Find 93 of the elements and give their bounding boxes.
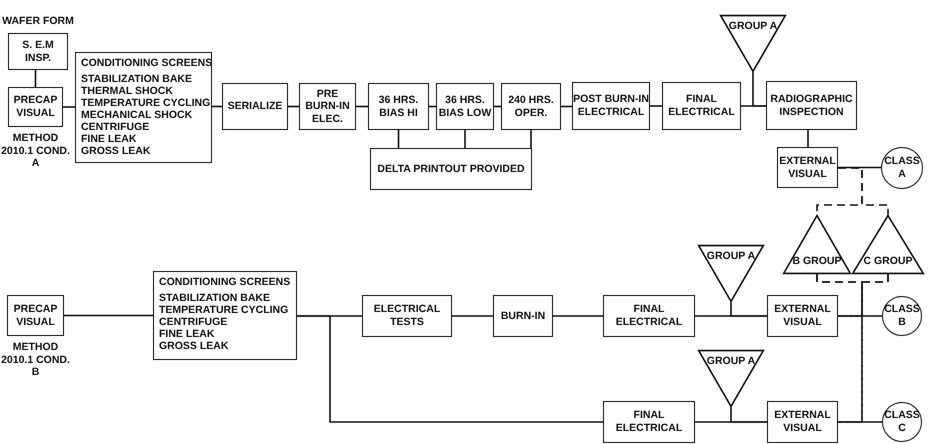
- process-box: [777, 147, 838, 188]
- list-item: FINE LEAK: [159, 328, 214, 340]
- list-item: THERMAL SHOCK: [81, 85, 173, 98]
- box-label: PRE BURN-IN ELEC.: [304, 88, 351, 126]
- connector-line: [356, 106, 368, 108]
- box-label: CLASS B: [883, 303, 921, 329]
- box-label: FINAL ELECTRICAL: [667, 93, 736, 119]
- connector-line: [63, 106, 75, 108]
- box-label: C GROUP: [863, 255, 912, 268]
- box-label: 36 HRS. BIAS LOW: [438, 94, 492, 120]
- box-heading: CONDITIONING SCREENS: [81, 57, 212, 70]
- connector-line: [452, 315, 493, 317]
- connector-line: [530, 130, 532, 148]
- connector-line: [561, 106, 572, 108]
- process-box: [501, 83, 561, 130]
- list-item: CENTRIFUGE: [159, 316, 228, 328]
- connector-line: [553, 315, 603, 317]
- box-note: METHOD 2010.1 COND. B: [0, 341, 71, 379]
- box-label: FINAL ELECTRICAL: [614, 303, 684, 329]
- connector-line: [34, 70, 36, 87]
- list-item: STABILIZATION BAKE: [159, 292, 270, 304]
- process-box: [370, 148, 532, 190]
- box-label: POST BURN-IN ELECTRICAL: [573, 93, 649, 119]
- box-label: PRECAP VISUAL: [12, 94, 58, 120]
- box-label: EXTERNAL VISUAL: [773, 409, 832, 435]
- box-label: SERIALIZE: [228, 100, 282, 113]
- connector-line: [494, 106, 501, 108]
- process-box: [75, 52, 212, 163]
- connector-line: [398, 130, 400, 148]
- box-label: GROUP A: [728, 20, 778, 33]
- box-label: CLASS A: [883, 155, 921, 181]
- box-label: FINAL ELECTRICAL: [614, 409, 684, 435]
- list-item: FINE LEAK: [81, 133, 136, 146]
- group-triangle: [698, 350, 764, 407]
- box-label: PRECAP VISUAL: [12, 302, 58, 328]
- box-label: S. E.M INSP.: [21, 38, 55, 64]
- box-heading: CONDITIONING SCREENS: [159, 276, 290, 288]
- box-label: ELECTRICAL TESTS: [372, 303, 442, 329]
- box-label: EXTERNAL VISUAL: [773, 303, 832, 329]
- box-note: WAFER FORM: [1, 15, 75, 28]
- box-label: DELTA PRINTOUT PROVIDED: [377, 162, 525, 176]
- process-box: [603, 295, 695, 337]
- process-box: [368, 83, 429, 130]
- list-item: MECHANICAL SHOCK: [81, 109, 192, 122]
- box-label: EXTERNAL VISUAL: [778, 154, 837, 180]
- list-item: GROSS LEAK: [81, 145, 150, 158]
- connector-line: [288, 106, 299, 108]
- process-box: [222, 83, 288, 130]
- connector-line: [807, 130, 809, 147]
- group-triangle: [720, 15, 786, 72]
- connector-line: [730, 302, 767, 317]
- class-circle: [881, 147, 923, 189]
- box-label: RADIOGRAPHIC INSPECTION: [769, 92, 854, 118]
- process-box: [493, 295, 553, 337]
- connector-line: [838, 166, 881, 168]
- connector-line: [429, 106, 436, 108]
- connector-line: [212, 106, 222, 108]
- connector-line: [650, 105, 662, 107]
- process-box: [436, 83, 494, 130]
- connector-line: [297, 315, 603, 423]
- box-label: 36 HRS. BIAS HI: [378, 94, 420, 120]
- box-label: CLASS C: [883, 409, 921, 435]
- list-item: STABILIZATION BAKE: [81, 73, 192, 86]
- list-item: TEMPERATURE CYCLING: [81, 97, 210, 110]
- process-box: [153, 271, 297, 360]
- connector-line: [838, 315, 882, 317]
- process-box: [767, 295, 838, 337]
- box-label: GROUP A: [706, 355, 756, 368]
- connector-line: [464, 130, 466, 148]
- group-triangle: [852, 215, 924, 274]
- connector-line: [752, 72, 766, 107]
- box-label: 240 HRS. OPER.: [507, 94, 555, 120]
- box-note: METHOD 2010.1 COND. A: [0, 132, 71, 170]
- process-box: [603, 401, 695, 443]
- process-box: [766, 81, 857, 130]
- class-circle: [882, 296, 922, 336]
- connector-line: [64, 314, 153, 316]
- group-triangle: [698, 245, 764, 302]
- process-box: [572, 82, 650, 130]
- box-label: GROUP A: [706, 250, 756, 263]
- process-box: [362, 295, 452, 337]
- group-triangle: [783, 215, 851, 274]
- dashed-connector: [838, 167, 889, 215]
- list-item: CENTRIFUGE: [81, 121, 150, 134]
- list-item: TEMPERATURE CYCLING: [159, 304, 288, 316]
- box-label: B GROUP: [792, 255, 842, 268]
- box-label: BURN-IN: [500, 310, 546, 322]
- list-item: GROSS LEAK: [159, 340, 228, 352]
- connector-line: [730, 407, 767, 423]
- process-box: [662, 82, 741, 130]
- connector-line: [838, 421, 882, 423]
- class-circle: [882, 402, 922, 442]
- process-box: [767, 401, 838, 443]
